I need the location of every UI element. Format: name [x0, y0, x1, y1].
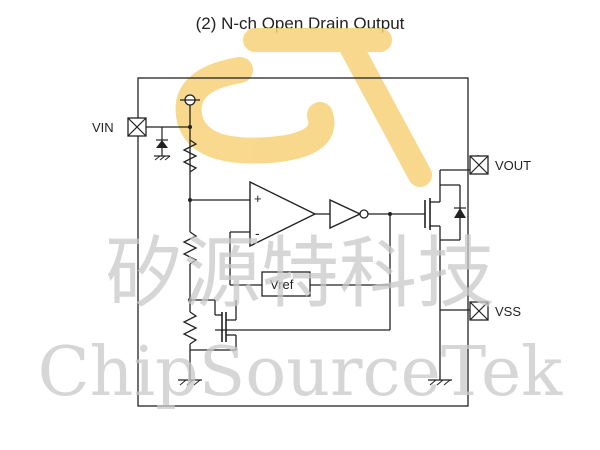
- inverter-buffer: [329, 198, 362, 230]
- watermark-chinese: 矽源特科技: [105, 229, 495, 319]
- resistor-bottom: [182, 311, 198, 345]
- resistor-top: [182, 139, 198, 173]
- protection-diode: [154, 127, 171, 161]
- vref-source: [261, 271, 311, 297]
- vout-label: VOUT: [495, 158, 531, 173]
- comparator: [249, 180, 317, 248]
- watermark-latin: ChipSourceTek: [38, 333, 564, 412]
- vref-label: Vref: [270, 277, 294, 292]
- vin-label: VIN: [92, 120, 114, 135]
- ground-symbol-left: [178, 379, 202, 386]
- ic-boundary: [137, 77, 469, 407]
- vin-pin: [127, 117, 147, 137]
- hysteresis-nmos: [190, 300, 237, 351]
- comparator-minus: -: [255, 225, 260, 241]
- vss-pin: [469, 301, 489, 321]
- st-logo-watermark: [175, 28, 432, 187]
- ground-symbol-right: [428, 379, 452, 386]
- vss-label: VSS: [495, 304, 521, 319]
- resistor-middle: [182, 231, 198, 265]
- comparator-plus: +: [254, 191, 262, 206]
- vout-pin: [469, 155, 489, 175]
